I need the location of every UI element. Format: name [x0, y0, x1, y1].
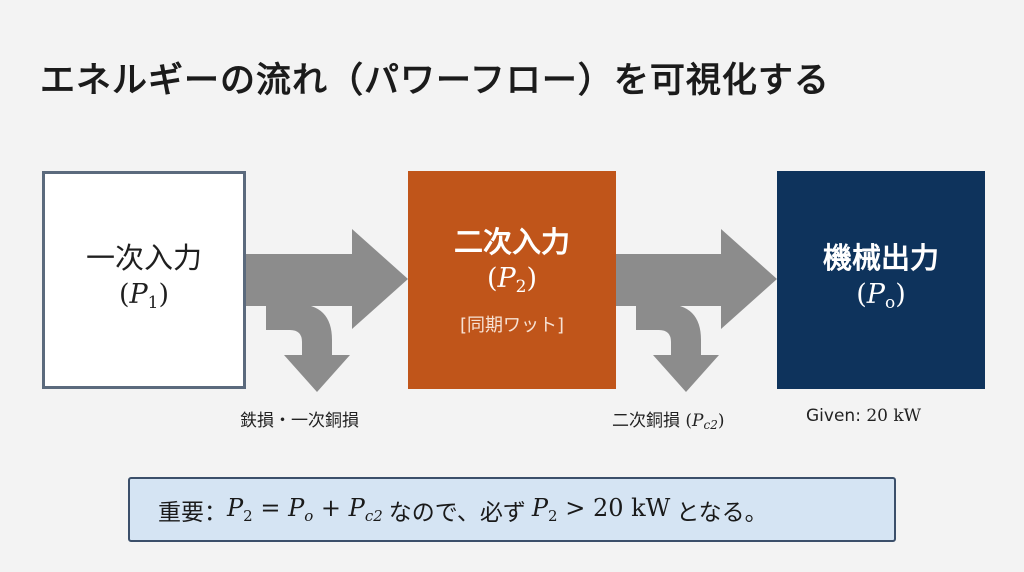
- mechanical-output-symbol: (Po): [856, 279, 906, 313]
- mechanical-output-box: 機械出力 (Po): [777, 171, 985, 389]
- primary-input-box: 一次入力 (P1): [42, 171, 246, 389]
- primary-input-label: 一次入力: [85, 241, 202, 275]
- iron-copper-loss-label: 鉄損・一次銅損: [240, 411, 359, 431]
- important-note: 重要： P2 = Po + Pc2 なので、必ず P2 > 20 kW となる。: [128, 477, 896, 542]
- given-output-label: Given: 20 kW: [806, 406, 922, 426]
- secondary-copper-loss-label: 二次銅損 (Pc2): [612, 411, 725, 432]
- secondary-input-box: 二次入力 (P2) [同期ワット]: [408, 171, 616, 389]
- secondary-input-label: 二次入力: [453, 225, 570, 259]
- loss-arrow-1: [266, 304, 350, 392]
- synchronous-watt-label: [同期ワット]: [459, 315, 565, 336]
- primary-input-symbol: (P1): [118, 279, 170, 313]
- secondary-input-symbol: (P2): [486, 263, 538, 297]
- mechanical-output-label: 機械出力: [822, 241, 939, 275]
- loss-arrow-2: [636, 304, 719, 392]
- page-title: エネルギーの流れ（パワーフロー）を可視化する: [40, 61, 830, 101]
